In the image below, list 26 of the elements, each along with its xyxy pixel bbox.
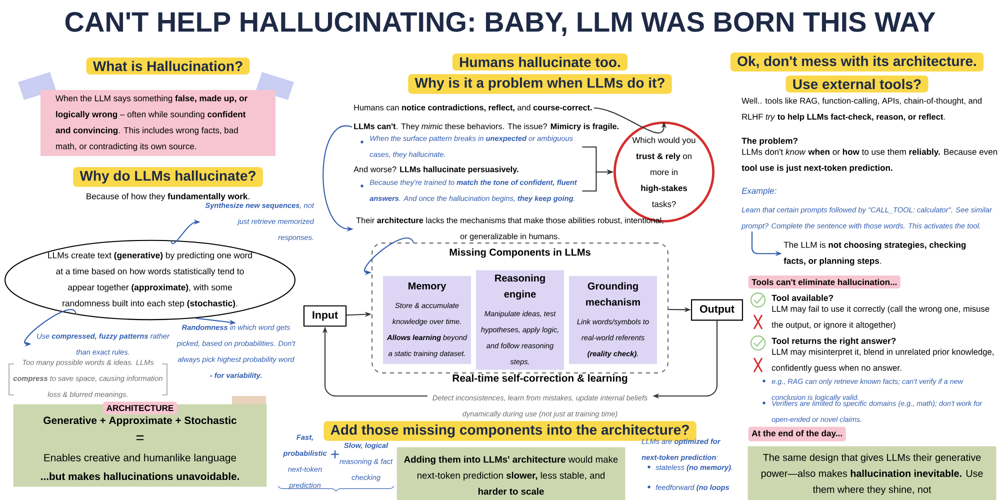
body-text: Their architecture lacks the mechanisms that make those abilities robust, intentional, or generalizable in humans. <box>356 217 664 241</box>
tag-label: Tools can't eliminate hallucination... <box>748 276 900 288</box>
text-card: When the LLM says something false, made up, or logically wrong – often while sounding confident and convincing. This includes wrong facts, bad math, or contradicting its own source. <box>40 90 276 156</box>
body-text: LLM may fail to use it correctly (call the wrong one, misuse the output, or ignore it altogether) <box>772 306 990 330</box>
text-card: The same design that gives LLMs their generative power—also makes hallucination inevitable. Use them where they shine, not <box>748 446 996 500</box>
body-text: Humans can notice contradictions, reflect, and course-correct. <box>354 104 592 112</box>
heading-pill: What is Hallucination? <box>86 58 250 74</box>
title: CAN'T HELP HALLUCINATING: BABY, LLM WAS BORN THIS WAY <box>65 12 936 36</box>
heading-pill: Ok, don't mess with its architecture. <box>730 52 984 72</box>
heading-pill: Use external tools? <box>786 76 928 92</box>
body-text: The LLM is not choosing strategies, checking facts, or planning steps. <box>784 242 966 266</box>
body-text: LLM may misinterpret it, blend in unrelated prior knowledge, confidently guess when no answer. <box>772 348 994 372</box>
body-text: And worse? LLMs hallucinate persuasively. <box>354 166 518 174</box>
heading-pill: Humans hallucinate too. <box>452 54 628 70</box>
heading-pill: Why is it a problem when LLMs do it? <box>408 74 672 94</box>
heading-pill: Why do LLMs hallucinate? <box>73 167 263 187</box>
subheading: The problem? <box>742 138 798 146</box>
tag-label: At the end of the day... <box>748 426 846 442</box>
subheading: Tool returns the right answer? <box>772 338 896 346</box>
text-card: Adding them into LLMs' architecture would make next-token prediction slower, less stable, and harder to scale <box>396 447 626 500</box>
body-text: LLMs can't. They mimic these behaviors. The issue? Mimicry is fragile. <box>354 123 618 131</box>
body-text: LLMs don't know when or how to use them reliably. Because even tool use is just next-token prediction. <box>742 148 998 173</box>
tag-label: ARCHITECTURE <box>103 402 177 414</box>
input-box: Input <box>303 305 347 327</box>
body-text: Well.. tools like RAG, function-calling, APIs, chain-of-thought, and RLHF try to help LLMs fact-check, reason, or reflect. <box>742 98 982 122</box>
output-box: Output <box>691 299 744 321</box>
